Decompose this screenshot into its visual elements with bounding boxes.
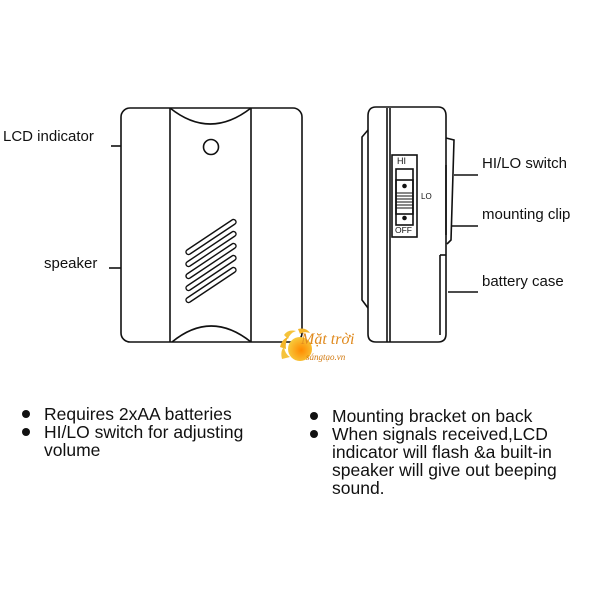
features-right-list: Mounting bracket on back When signals re…	[308, 407, 598, 497]
label-mounting-clip: mounting clip	[482, 206, 571, 223]
switch-grip-lines	[396, 192, 413, 209]
mounting-clip	[445, 137, 455, 245]
label-battery-case: battery case	[482, 273, 564, 290]
bullet-icon	[310, 430, 318, 438]
label-speaker: speaker	[44, 255, 98, 272]
bullet-icon	[310, 412, 318, 420]
front-housing	[120, 107, 303, 343]
label-hi-lo-switch: HI/LO switch	[482, 155, 568, 172]
label-lcd-indicator: LCD indicator	[3, 128, 94, 145]
front-top-arc	[169, 107, 252, 125]
list-item: Mounting bracket on back	[308, 407, 598, 425]
front-view	[109, 107, 303, 343]
switch-frame	[391, 154, 418, 238]
switch-dot-bottom	[402, 215, 407, 221]
lcd-indicator-icon	[202, 138, 220, 156]
switch-label-lo: LO	[421, 192, 432, 201]
switch-label-hi: HI	[397, 156, 406, 166]
watermark-logo: Mặt trời sángtạo.vn	[276, 325, 376, 370]
features-left-list: Requires 2xAA batteries HI/LO switch for…	[20, 405, 290, 459]
sun-logo-icon	[280, 328, 312, 361]
switch-dot-top	[402, 183, 407, 189]
watermark-name: Mặt trời	[301, 331, 355, 348]
list-item: Requires 2xAA batteries	[20, 405, 290, 423]
switch-label-off: OFF	[395, 225, 412, 235]
side-housing	[367, 106, 447, 343]
feature-text: When signals received,LCD indicator will…	[332, 424, 557, 498]
feature-text: Mounting bracket on back	[332, 406, 533, 426]
feature-text: Requires 2xAA batteries	[44, 404, 232, 424]
front-bottom-arc	[171, 325, 252, 343]
bullet-icon	[22, 410, 30, 418]
switch-knob[interactable]	[395, 179, 414, 215]
watermark-sub: sángtạo.vn	[306, 352, 346, 362]
list-item: HI/LO switch for adjusting volume	[20, 423, 290, 459]
speaker-grille-icon	[185, 218, 237, 304]
list-item: When signals received,LCD indicator will…	[308, 425, 598, 497]
bullet-icon	[22, 428, 30, 436]
side-flange	[361, 129, 369, 309]
feature-text: HI/LO switch for adjusting volume	[44, 422, 244, 460]
side-view	[361, 106, 478, 343]
